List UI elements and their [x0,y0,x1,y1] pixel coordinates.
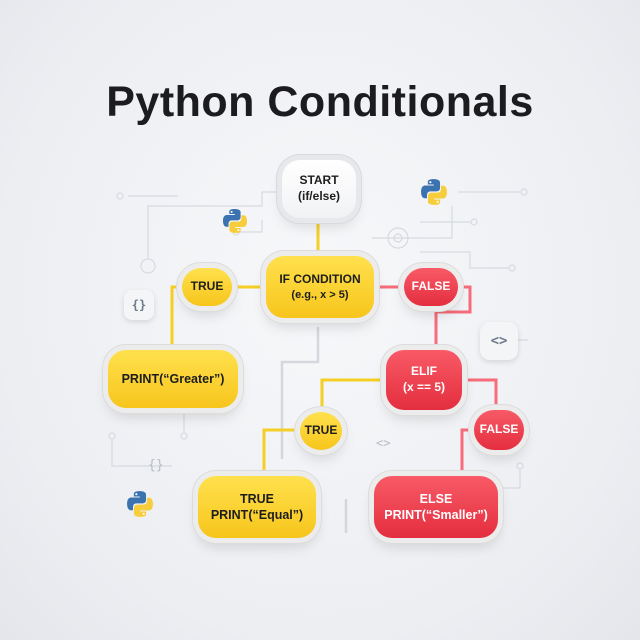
start-node: START (if/else) [282,160,356,218]
print-smaller-title: ELSE [419,491,453,506]
true-branch-wires [170,216,388,480]
print-equal-statement: PRINT(“Equal”) [210,508,304,522]
ghost-curly-braces-icon: {} [148,458,164,473]
false-label-2: FALSE [474,410,524,450]
print-equal-title: TRUE [239,491,275,506]
start-node-subtitle: (if/else) [297,189,340,203]
true-label-2: TRUE [300,412,342,450]
python-logo-icon [223,209,247,233]
false-branch-wires [372,285,498,482]
print-smaller-statement: PRINT(“Smaller”) [384,508,488,522]
elif-node-title: ELIF [411,364,437,379]
if-condition-title: IF CONDITION [279,272,361,287]
page-title: Python Conditionals [106,78,534,126]
circuit-decoration [108,188,528,489]
python-logo-icon [127,491,153,517]
start-node-title: START [299,173,339,188]
print-equal-node: TRUE PRINT(“Equal”) [198,476,316,538]
python-logo-icon [421,179,447,205]
print-greater-node: PRINT(“Greater”) [108,350,238,408]
elif-node: ELIF (x == 5) [386,350,462,410]
ghost-angle-brackets-icon: <> [376,436,391,450]
angle-brackets-icon: <> [480,322,518,360]
if-condition-node: IF CONDITION (e.g., x > 5) [266,256,374,318]
if-condition-expression: (e.g., x > 5) [291,288,349,301]
elif-node-expression: (x == 5) [402,380,446,394]
print-smaller-node: ELSE PRINT(“Smaller”) [374,476,498,538]
false-label-1: FALSE [404,268,458,306]
curly-braces-icon: {} [124,290,154,320]
true-label-1: TRUE [182,268,232,306]
